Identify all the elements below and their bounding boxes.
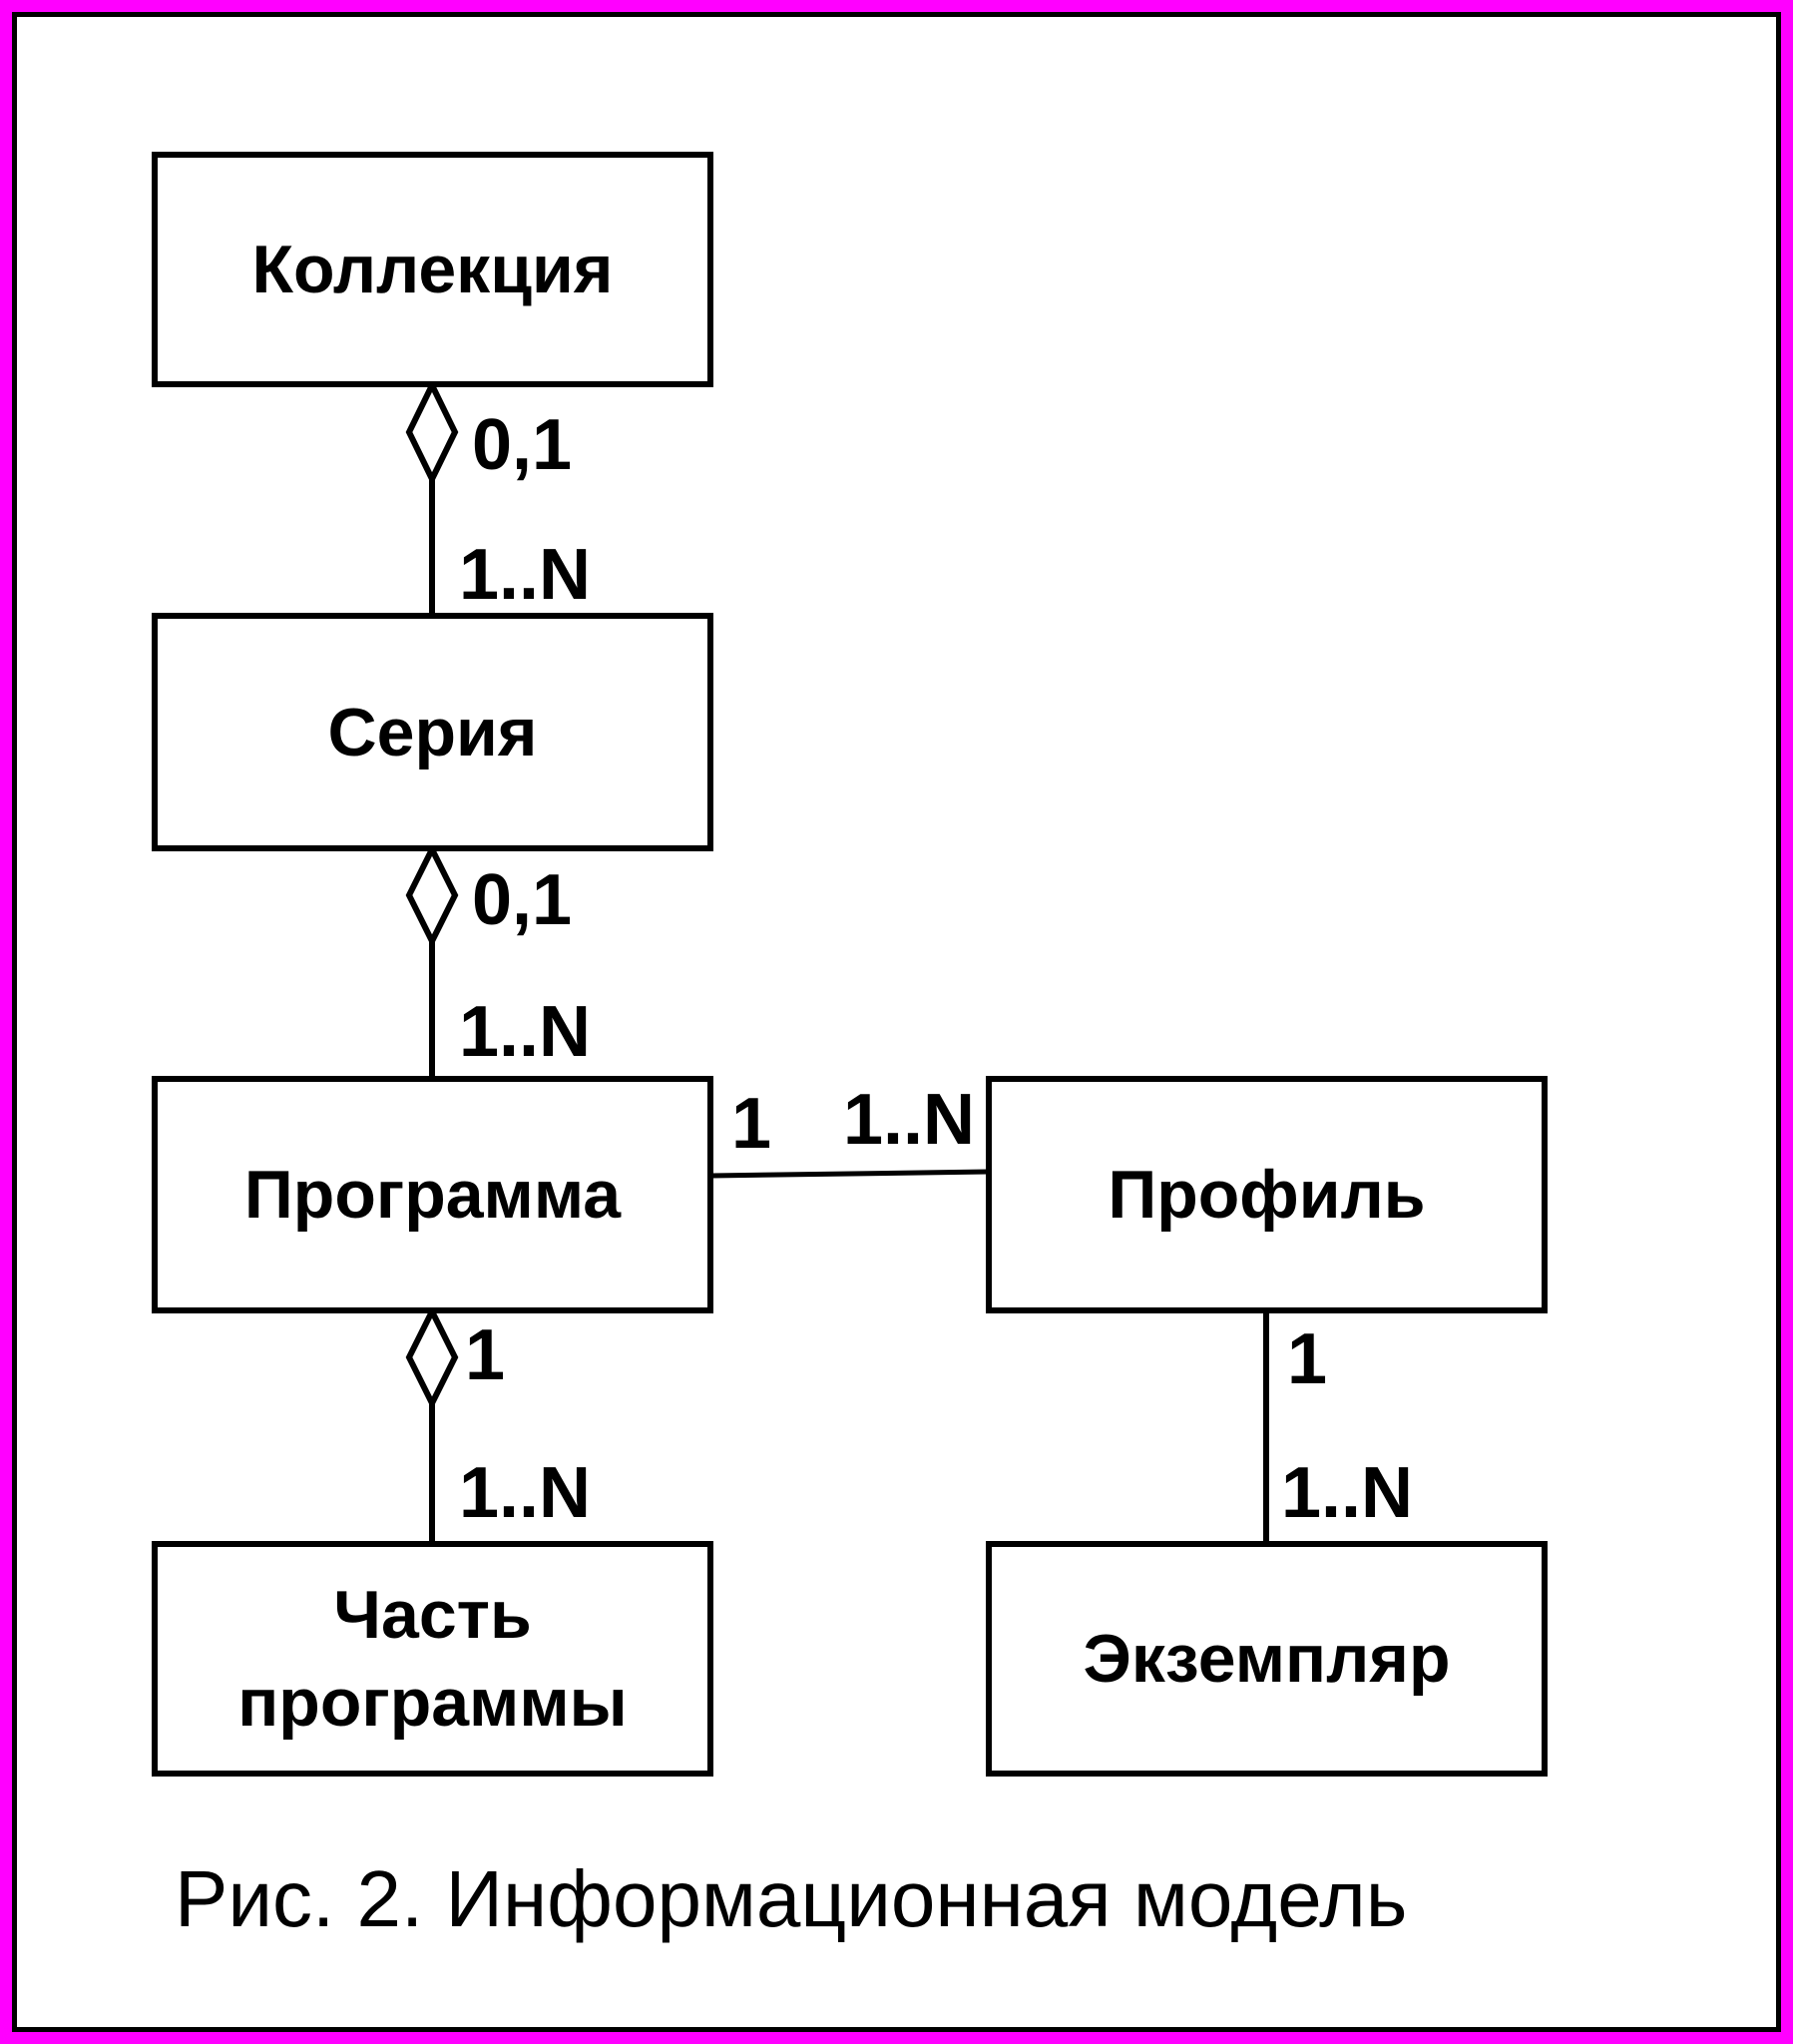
entity-series-label: Серия bbox=[327, 694, 538, 770]
entity-series: Серия bbox=[152, 613, 713, 851]
multiplicity-profile-instance-bottom: 1..N bbox=[1281, 1453, 1414, 1533]
entity-program-part: Часть программы bbox=[152, 1541, 713, 1777]
aggregation-diamond-program bbox=[405, 1304, 459, 1410]
entity-profile-label: Профиль bbox=[1108, 1157, 1426, 1233]
program-profile-line bbox=[710, 1169, 989, 1179]
multiplicity-program-profile-right: 1..N bbox=[843, 1080, 976, 1160]
aggregation-diamond-collection bbox=[405, 378, 459, 486]
multiplicity-series-program-bottom: 1..N bbox=[459, 992, 592, 1072]
multiplicity-program-profile-left: 1 bbox=[731, 1084, 772, 1164]
multiplicity-series-program-top: 0,1 bbox=[472, 860, 573, 940]
multiplicity-collection-series-top: 0,1 bbox=[472, 405, 573, 485]
entity-program: Программа bbox=[152, 1076, 713, 1313]
multiplicity-collection-series-bottom: 1..N bbox=[459, 535, 592, 615]
entity-profile: Профиль bbox=[986, 1076, 1548, 1313]
multiplicity-program-part-bottom: 1..N bbox=[459, 1453, 592, 1533]
entity-program-part-label: Часть программы bbox=[237, 1577, 628, 1741]
multiplicity-program-part-top: 1 bbox=[465, 1315, 506, 1395]
entity-instance-label: Экземпляр bbox=[1083, 1621, 1451, 1697]
entity-collection-label: Коллекция bbox=[251, 232, 614, 307]
multiplicity-profile-instance-top: 1 bbox=[1287, 1319, 1328, 1399]
inner-frame bbox=[12, 12, 1781, 2032]
entity-program-label: Программа bbox=[243, 1157, 622, 1233]
figure-caption: Рис. 2. Информационная модель bbox=[175, 1854, 1408, 1943]
entity-instance: Экземпляр bbox=[986, 1541, 1548, 1777]
entity-collection: Коллекция bbox=[152, 152, 713, 387]
aggregation-diamond-series bbox=[405, 842, 459, 948]
